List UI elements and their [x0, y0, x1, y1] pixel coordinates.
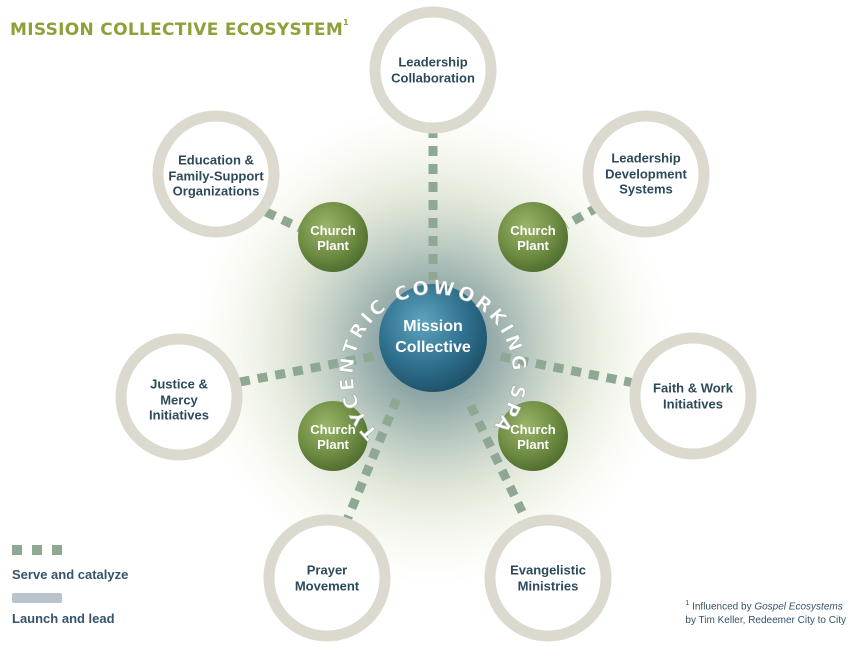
outer-rings — [115, 6, 757, 642]
church-plant-label-bottom-left: Church Plant — [310, 422, 356, 452]
legend-launch-swatch — [12, 593, 62, 603]
legend-serve-swatch-3 — [52, 545, 62, 555]
title-footnote-mark: 1 — [343, 18, 349, 27]
center-label: Mission Collective — [383, 317, 483, 359]
church-plant-label-top-left: Church Plant — [310, 223, 356, 253]
church-plant-circle-top-left — [298, 202, 368, 272]
church-plant-circle-bottom-right — [498, 401, 568, 471]
church-plant-label-top-right: Church Plant — [510, 223, 556, 253]
label-prayer: Prayer Movement — [294, 562, 360, 593]
label-faith-work: Faith & Work Initiatives — [653, 380, 733, 411]
center-label-line1: Mission — [403, 318, 463, 336]
label-leadership-development: Leadership Development Systems — [605, 150, 687, 197]
mission-collective-circle — [379, 284, 487, 392]
church-plant-circle-top-right — [498, 202, 568, 272]
label-evangelistic: Evangelistic Ministries — [510, 562, 586, 593]
label-leadership-collaboration: Leadership Collaboration — [391, 54, 475, 85]
outer-ring-leadership-development — [582, 110, 710, 238]
footnote-line2: by Tim Keller, Redeemer City to City — [685, 614, 846, 626]
footnote-book-title: Gospel Ecosystems — [754, 601, 843, 613]
footnote: 1 Influenced by Gospel Ecosystems by Tim… — [685, 599, 846, 627]
legend-serve-label: Serve and catalyze — [12, 567, 129, 582]
title-text: MISSION COLLECTIVE ECOSYSTEM — [10, 20, 344, 40]
connector-lines — [239, 128, 635, 530]
center-label-line2: Collective — [395, 339, 471, 356]
outer-ring-faith-work — [629, 332, 757, 460]
outer-ring-prayer — [263, 514, 391, 642]
church-plant-label-bottom-right: Church Plant — [510, 422, 556, 452]
label-justice-mercy: Justice & Mercy Initiatives — [149, 376, 209, 423]
label-education-family: Education & Family-Support Organizations — [168, 152, 264, 199]
outer-ring-evangelistic — [484, 514, 612, 642]
legend-swatches — [12, 545, 62, 603]
legend-launch-label: Launch and lead — [12, 611, 115, 626]
church-plant-circle-bottom-left — [298, 401, 368, 471]
outer-ring-education-family — [152, 110, 280, 238]
page-title: MISSION COLLECTIVE ECOSYSTEM1 — [10, 18, 349, 40]
outer-ring-leadership-collaboration — [369, 6, 497, 134]
legend-serve-swatch-2 — [32, 545, 42, 555]
legend-serve-swatch-1 — [12, 545, 22, 555]
footnote-mark: 1 — [685, 600, 690, 607]
outer-ring-justice-mercy — [115, 333, 243, 461]
footnote-prefix: Influenced by — [692, 601, 755, 613]
church-plants — [298, 202, 568, 471]
